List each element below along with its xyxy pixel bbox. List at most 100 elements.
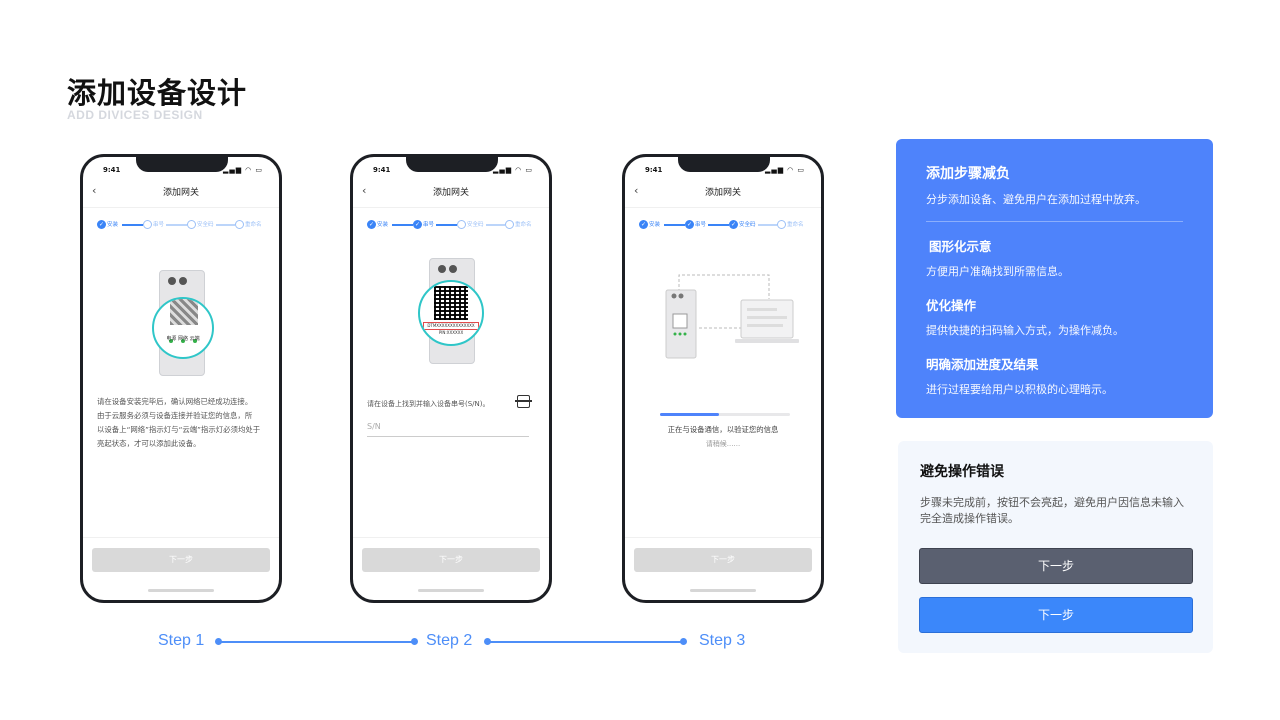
benefits-card: 添加步骤减负 分步添加设备、避免用户在添加过程中放弃。 图形化示意 方便用户准确… (896, 139, 1213, 418)
divider (83, 207, 279, 208)
led (181, 339, 185, 343)
benefit-desc: 进行过程要给用户以积极的心理暗示。 (926, 383, 1113, 396)
led-labels: 电源 网络 云端 (154, 335, 212, 342)
timeline-step-2: Step 2 (426, 632, 473, 649)
circle-icon (235, 220, 244, 229)
phone-notch (136, 157, 228, 172)
step-serial: 串号 (143, 220, 164, 230)
instruction-line: 亮起状态，才可以添加此设备。 (97, 439, 201, 448)
benefit-title: 图形化示意 (929, 239, 992, 254)
step-label: 串号 (695, 222, 707, 228)
sn-input[interactable]: S/N (367, 419, 529, 437)
phone-step-3: 9:41 ▂▄▆ ◠ ▭ ‹ 添加网关 ✓安装 ✓串号 ✓安全码 重命名 (622, 154, 824, 603)
serial-code: DTMXXXXXXXXXXXXXX (423, 322, 479, 330)
home-indicator (690, 589, 756, 592)
timeline-step-3: Step 3 (699, 632, 746, 649)
back-icon[interactable]: ‹ (634, 184, 639, 197)
step-rename: 重命名 (505, 220, 532, 230)
next-button-disabled[interactable]: 下一步 (919, 548, 1193, 584)
back-icon[interactable]: ‹ (362, 184, 367, 197)
status-time: 9:41 (373, 166, 391, 174)
circle-icon (505, 220, 514, 229)
divider (926, 221, 1183, 222)
led (169, 339, 173, 343)
next-button[interactable]: 下一步 (362, 548, 540, 572)
scan-icon[interactable] (515, 395, 532, 408)
step-label: 安全码 (197, 222, 214, 228)
step-label: 安装 (649, 222, 661, 228)
circle-icon (777, 220, 786, 229)
nav-bar: ‹ 添加网关 (625, 183, 821, 205)
knob (438, 265, 446, 273)
timeline-line (488, 641, 684, 643)
phone-step-2: 9:41 ▂▄▆ ◠ ▭ ‹ 添加网关 ✓安装 ✓串号 安全码 重命名 DTMX… (350, 154, 552, 603)
wait-text: 请稍候...... (705, 440, 741, 448)
next-button[interactable]: 下一步 (634, 548, 812, 572)
page-title: 添加设备设计 (67, 76, 248, 110)
step-install: ✓安装 (367, 220, 388, 230)
laptop-line (747, 308, 777, 311)
step-indicator: ✓安装 ✓串号 ✓安全码 重命名 (639, 220, 811, 232)
qr-small (672, 313, 688, 329)
next-button-enabled[interactable]: 下一步 (919, 597, 1193, 633)
step-connector (758, 224, 777, 226)
step-serial: ✓串号 (685, 220, 706, 230)
instruction-line: 以设备上“网络”指示灯与“云端”指示灯必须均处于 (97, 425, 261, 434)
divider (353, 207, 549, 208)
led (193, 339, 197, 343)
signal-wifi-battery-icon: ▂▄▆ ◠ ▭ (492, 166, 533, 174)
phone-notch (678, 157, 770, 172)
circle-icon (457, 220, 466, 229)
step-label: 串号 (423, 222, 435, 228)
led (678, 332, 682, 336)
check-icon: ✓ (639, 220, 648, 229)
check-icon: ✓ (685, 220, 694, 229)
step-connector (664, 224, 685, 226)
home-indicator (148, 589, 214, 592)
step-rename: 重命名 (777, 220, 804, 230)
signal-wifi-battery-icon: ▂▄▆ ◠ ▭ (222, 166, 263, 174)
phone-notch (406, 157, 498, 172)
timeline-dot (411, 638, 418, 645)
step-indicator: ✓安装 串号 安全码 重命名 (97, 220, 269, 232)
led-label: 云端 (189, 336, 200, 342)
step-connector (708, 224, 729, 226)
knob (678, 293, 684, 299)
timeline-dot (484, 638, 491, 645)
card-desc: 分步添加设备、避免用户在添加过程中放弃。 (926, 193, 1146, 206)
step-label: 重命名 (787, 222, 804, 228)
step-label: 串号 (153, 222, 165, 228)
knob (671, 293, 677, 299)
pin-code: PIN:XXXXXX (438, 330, 464, 335)
step-label: 安全码 (467, 222, 484, 228)
knob (449, 265, 457, 273)
divider (83, 537, 279, 538)
scan-line (515, 400, 532, 402)
step-install: ✓安装 (97, 220, 118, 230)
status-bar: 9:41 ▂▄▆ ◠ ▭ (373, 166, 533, 176)
device-to-cloud-illustration (665, 274, 799, 359)
benefit-title: 优化操作 (926, 298, 977, 313)
led-label: 电源 (166, 336, 177, 342)
benefit-item: 明确添加进度及结果 进行过程要给用户以积极的心理暗示。 (926, 354, 1183, 397)
benefit-title: 明确添加进度及结果 (926, 357, 1039, 372)
sn-prompt: 请在设备上找到并输入设备串号(S/N)。 (367, 400, 490, 408)
step-connector (122, 224, 143, 226)
led-indicators (154, 328, 212, 347)
next-button[interactable]: 下一步 (92, 548, 270, 572)
phone-step-1: 9:41 ▂▄▆ ◠ ▭ ‹ 添加网关 ✓安装 串号 安全码 重命名 电源 网络 (80, 154, 282, 603)
laptop-line (747, 324, 783, 327)
step-security: 安全码 (457, 220, 484, 230)
step-connector (166, 224, 187, 226)
step-label: 安装 (377, 222, 389, 228)
home-indicator (418, 589, 484, 592)
circle-icon (187, 220, 196, 229)
circle-icon (143, 220, 152, 229)
knob (179, 277, 187, 285)
knob (168, 277, 176, 285)
timeline-line (220, 641, 414, 643)
back-icon[interactable]: ‹ (92, 184, 97, 197)
nav-bar: ‹ 添加网关 (353, 183, 549, 205)
step-connector (486, 224, 505, 226)
